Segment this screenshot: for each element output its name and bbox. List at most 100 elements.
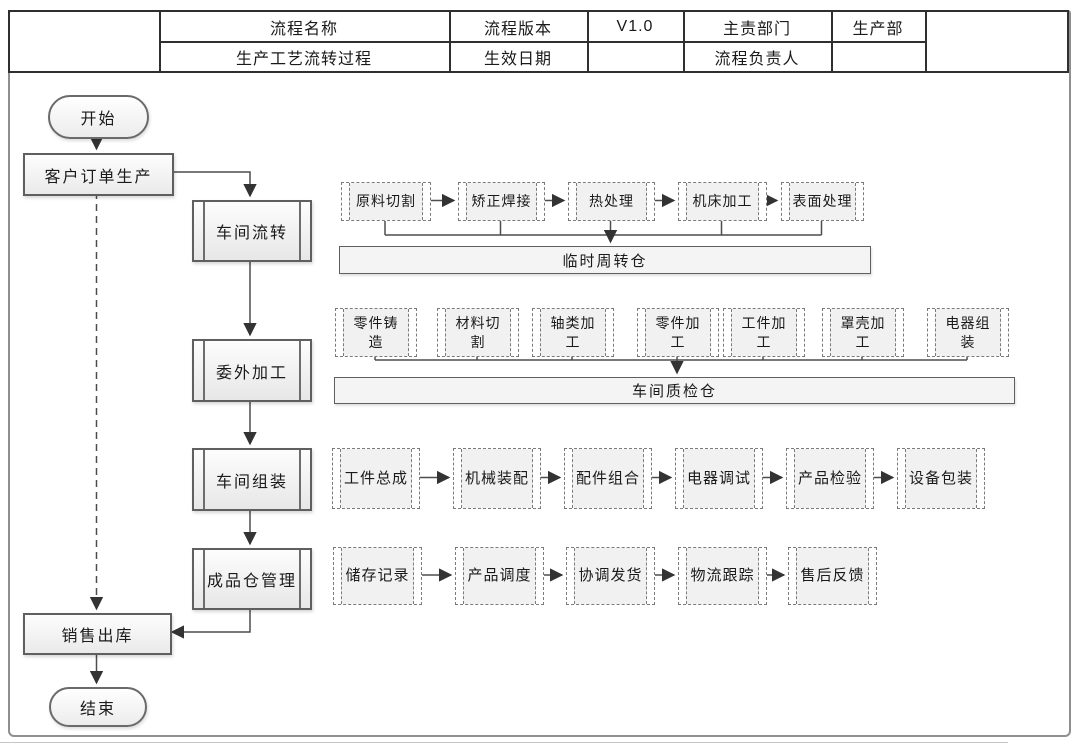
step-label: 物流跟踪 bbox=[690, 567, 755, 585]
step-material-cutting: 材料切割 bbox=[437, 308, 519, 357]
step-electrical-assembly: 电器组装 bbox=[927, 308, 1009, 357]
step-label: 罩壳加工 bbox=[840, 315, 886, 350]
step-label: 协调发货 bbox=[578, 567, 643, 585]
step-correction-welding: 矫正焊接 bbox=[458, 182, 545, 221]
dept-label: 主责部门 bbox=[722, 20, 791, 38]
start-node: 开始 bbox=[48, 95, 149, 139]
finished-warehouse-label: 成品仓管理 bbox=[206, 573, 297, 590]
step-label: 机械装配 bbox=[464, 469, 529, 487]
dashed-fill bbox=[796, 548, 869, 604]
owner-value bbox=[831, 43, 925, 71]
process-name-value: 生产工艺流转过程 bbox=[235, 51, 372, 68]
step-storage-record: 储存记录 bbox=[333, 547, 422, 605]
finished-warehouse-node: 成品仓管理 bbox=[192, 548, 312, 610]
workshop-assembly-node: 车间组装 bbox=[192, 448, 312, 511]
step-shaft-processing: 轴类加工 bbox=[532, 308, 614, 357]
subprocess-bars bbox=[203, 202, 301, 260]
dashed-fill bbox=[341, 548, 414, 604]
dashed-fill bbox=[686, 183, 759, 220]
step-label: 电器调试 bbox=[686, 469, 751, 487]
step-workpiece-processing: 工件加工 bbox=[723, 308, 805, 357]
temp-transfer-warehouse-bar: 临时周转仓 bbox=[339, 246, 871, 274]
step-label: 矫正焊接 bbox=[471, 193, 532, 210]
step-product-inspection: 产品检验 bbox=[786, 448, 874, 509]
step-label: 工件总成 bbox=[343, 469, 408, 487]
dashed-fill bbox=[461, 449, 533, 508]
step-label: 零件铸造 bbox=[353, 315, 399, 350]
version-value: V1.0 bbox=[616, 17, 654, 35]
bottom-edge-line bbox=[0, 742, 1008, 743]
dashed-fill bbox=[686, 548, 759, 604]
dashed-fill bbox=[683, 449, 755, 508]
step-casing-processing: 罩壳加工 bbox=[822, 308, 904, 357]
step-label: 电器组装 bbox=[945, 315, 991, 350]
dashed-fill bbox=[540, 309, 606, 356]
dashed-fill bbox=[789, 183, 856, 220]
step-label: 工件加工 bbox=[741, 315, 787, 350]
step-electrical-testing: 电器调试 bbox=[675, 448, 763, 509]
step-label: 零件加工 bbox=[655, 315, 701, 350]
dashed-fill bbox=[935, 309, 1001, 356]
header-table bbox=[8, 10, 1069, 73]
dashed-fill bbox=[731, 309, 797, 356]
workshop-flow-node: 车间流转 bbox=[192, 200, 312, 262]
dashed-fill bbox=[645, 309, 711, 356]
step-logistics-tracking: 物流跟踪 bbox=[678, 547, 767, 605]
step-label: 原料切割 bbox=[356, 193, 416, 210]
step-product-scheduling: 产品调度 bbox=[455, 547, 544, 605]
dashed-fill bbox=[905, 449, 977, 508]
effective-date-value bbox=[587, 43, 683, 71]
step-workpiece-assembly: 工件总成 bbox=[332, 448, 420, 509]
step-label: 储存记录 bbox=[345, 567, 410, 585]
step-label: 设备包装 bbox=[908, 469, 973, 487]
dashed-fill bbox=[572, 449, 644, 508]
dashed-fill bbox=[445, 309, 511, 356]
dashed-fill bbox=[574, 548, 647, 604]
step-part-casting: 零件铸造 bbox=[335, 308, 417, 357]
dashed-fill bbox=[463, 548, 536, 604]
step-label: 材料切割 bbox=[455, 315, 501, 350]
dept-value: 生产部 bbox=[852, 20, 904, 38]
step-label: 售后反馈 bbox=[800, 567, 865, 585]
subprocess-bars bbox=[203, 341, 301, 400]
dashed-fill bbox=[349, 183, 423, 220]
step-label: 产品调度 bbox=[467, 567, 532, 585]
dashed-fill bbox=[466, 183, 537, 220]
step-label: 产品检验 bbox=[797, 469, 862, 487]
version-label: 流程版本 bbox=[483, 20, 552, 38]
subprocess-bars bbox=[203, 550, 301, 608]
step-accessory-combination: 配件组合 bbox=[564, 448, 652, 509]
step-label: 配件组合 bbox=[575, 469, 640, 487]
step-equipment-packaging: 设备包装 bbox=[897, 448, 985, 509]
dashed-fill bbox=[576, 183, 647, 220]
step-part-processing: 零件加工 bbox=[637, 308, 719, 357]
step-mechanical-assembly: 机械装配 bbox=[453, 448, 541, 509]
step-label: 机床加工 bbox=[692, 193, 753, 210]
owner-label: 流程负责人 bbox=[714, 51, 800, 68]
step-heat-treatment: 热处理 bbox=[568, 182, 655, 221]
dashed-fill bbox=[343, 309, 409, 356]
effective-date-label: 生效日期 bbox=[483, 51, 552, 68]
sales-outbound-node: 销售出库 bbox=[23, 613, 172, 655]
step-surface-treatment: 表面处理 bbox=[781, 182, 864, 221]
dashed-fill bbox=[340, 449, 412, 508]
table-line bbox=[159, 41, 927, 43]
step-raw-cutting: 原料切割 bbox=[341, 182, 431, 221]
step-aftersales-feedback: 售后反馈 bbox=[788, 547, 877, 605]
step-label: 轴类加工 bbox=[550, 315, 596, 350]
step-label: 热处理 bbox=[589, 193, 634, 210]
outsourcing-node: 委外加工 bbox=[192, 339, 312, 402]
end-node: 结束 bbox=[49, 687, 147, 727]
subprocess-bars bbox=[203, 450, 301, 509]
process-name-label: 流程名称 bbox=[269, 20, 338, 38]
qc-warehouse-bar: 车间质检仓 bbox=[334, 377, 1015, 404]
workshop-assembly-label: 车间组装 bbox=[215, 473, 288, 491]
step-coordinate-shipping: 协调发货 bbox=[566, 547, 655, 605]
outsourcing-label: 委外加工 bbox=[215, 364, 288, 382]
step-machine-processing: 机床加工 bbox=[678, 182, 767, 221]
workshop-flow-label: 车间流转 bbox=[215, 225, 288, 242]
dashed-fill bbox=[830, 309, 896, 356]
customer-order-node: 客户订单生产 bbox=[23, 153, 174, 196]
dashed-fill bbox=[794, 449, 866, 508]
